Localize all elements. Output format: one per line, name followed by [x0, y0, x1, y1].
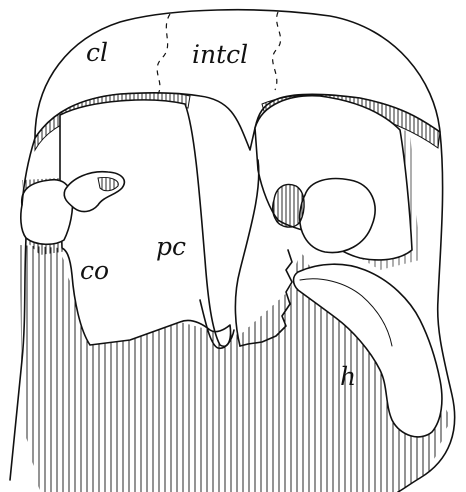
medial-keel-line — [235, 160, 258, 346]
left-procoracoid-plate — [60, 100, 231, 346]
label-coracoid: co — [80, 258, 109, 283]
right-coracoid-foramen — [273, 185, 304, 228]
left-foramen-hatch — [98, 177, 118, 190]
label-interclavicle: intcl — [192, 42, 248, 67]
label-clavicle: cl — [86, 40, 108, 65]
label-humerus: h — [340, 364, 356, 389]
label-procoracoid: pc — [156, 234, 186, 259]
